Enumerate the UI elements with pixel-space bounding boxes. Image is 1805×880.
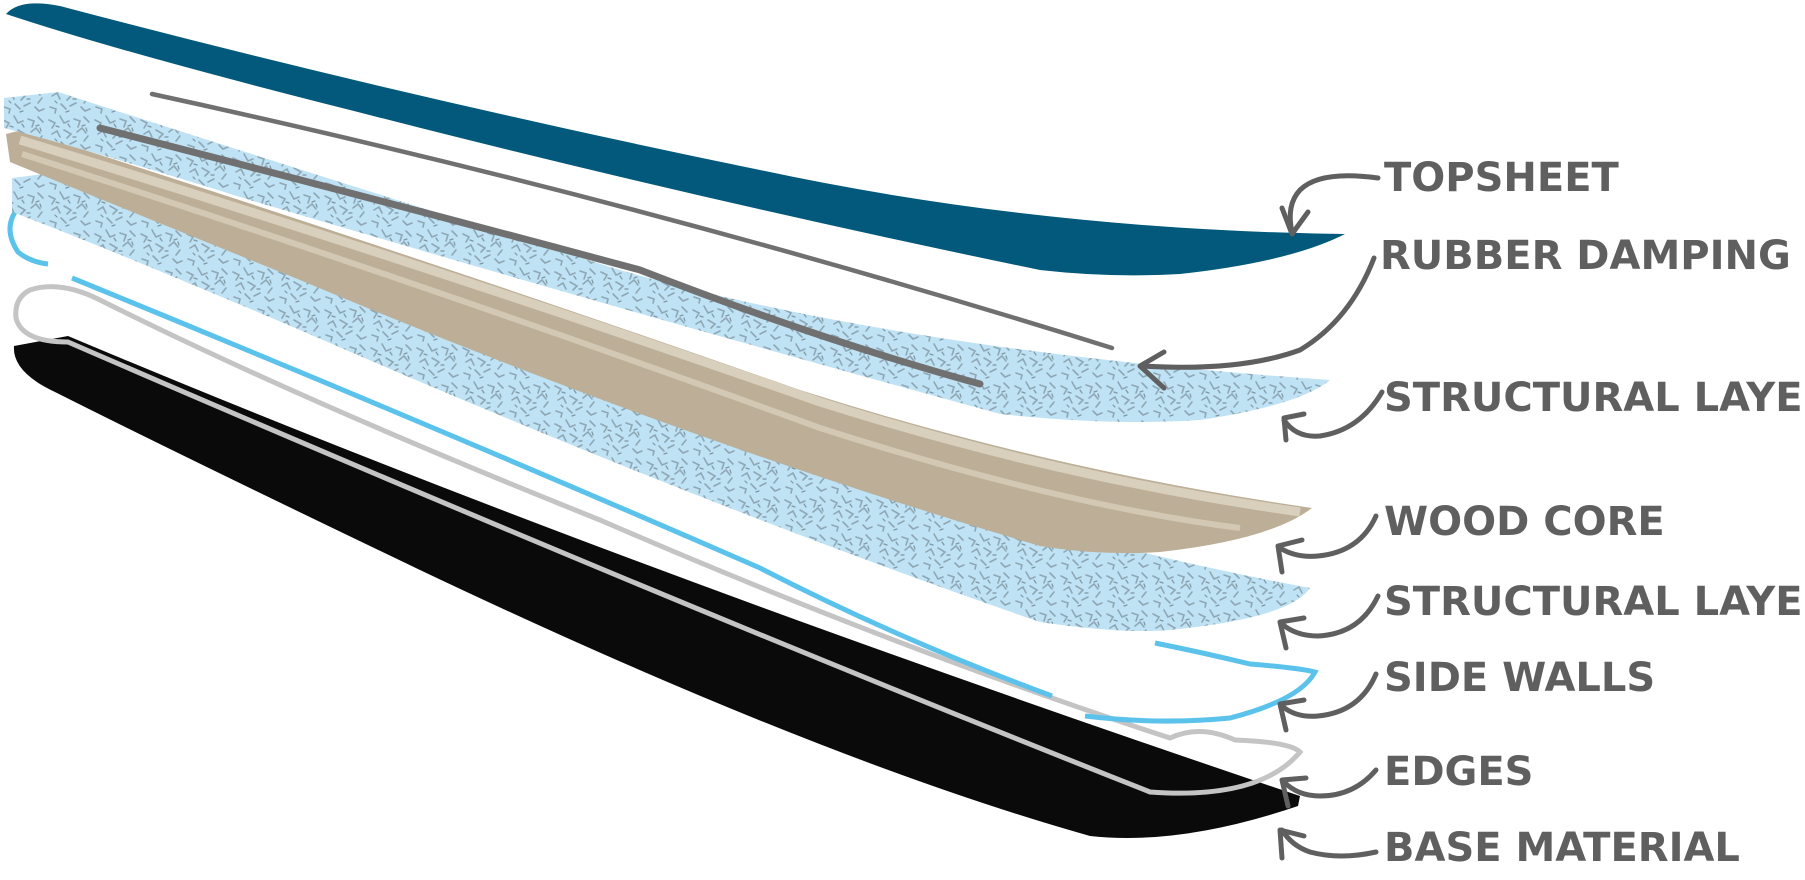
- label-structural-layer-lower: STRUCTURAL LAYER: [1384, 579, 1805, 625]
- arrow-structural-upper-head: [1281, 411, 1307, 443]
- wood-core-stripe-2: [21, 151, 1241, 531]
- label-side-walls: SIDE WALLS: [1384, 655, 1656, 701]
- arrow-wood-core-head: [1275, 537, 1305, 575]
- layer-rubber-damping: [149, 91, 1115, 351]
- label-base-material: BASE MATERIAL: [1384, 825, 1740, 871]
- arrow-wood-core: [1277, 513, 1379, 559]
- label-edges: EDGES: [1384, 749, 1534, 795]
- arrow-base-material-head: [1277, 827, 1307, 861]
- label-arrows: [1137, 173, 1385, 861]
- arrow-edges: [1281, 767, 1379, 799]
- layer-edges: [13, 284, 1304, 796]
- layer-structural-upper: [4, 92, 1330, 422]
- layer-side-walls-tail: [1084, 640, 1319, 724]
- label-topsheet: TOPSHEET: [1384, 155, 1619, 201]
- wood-core-stripe: [18, 135, 1301, 517]
- arrow-structural-upper: [1281, 389, 1385, 439]
- arrow-base-material: [1279, 827, 1379, 859]
- layer-side-walls-line: [71, 275, 1053, 699]
- arrow-rubber-damping: [1139, 255, 1377, 370]
- arrow-edges-head: [1279, 775, 1309, 809]
- arrow-rubber-damping-head: [1137, 349, 1167, 391]
- label-structural-layer-upper: STRUCTURAL LAYER: [1384, 375, 1805, 421]
- arrow-structural-lower-head: [1277, 615, 1307, 651]
- layer-topsheet: [6, 3, 1345, 276]
- rubber-strip-lower: [96, 124, 984, 388]
- arrow-side-walls-head: [1277, 697, 1307, 733]
- layer-base-material: [13, 336, 1300, 838]
- arrow-structural-lower: [1279, 593, 1381, 639]
- label-rubber-damping: RUBBER DAMPING: [1380, 233, 1791, 279]
- arrow-side-walls: [1279, 671, 1379, 719]
- layer-side-walls: [7, 206, 49, 267]
- arrow-topsheet: [1287, 173, 1381, 235]
- arrow-topsheet-head: [1279, 205, 1311, 237]
- label-wood-core: WOOD CORE: [1384, 499, 1665, 545]
